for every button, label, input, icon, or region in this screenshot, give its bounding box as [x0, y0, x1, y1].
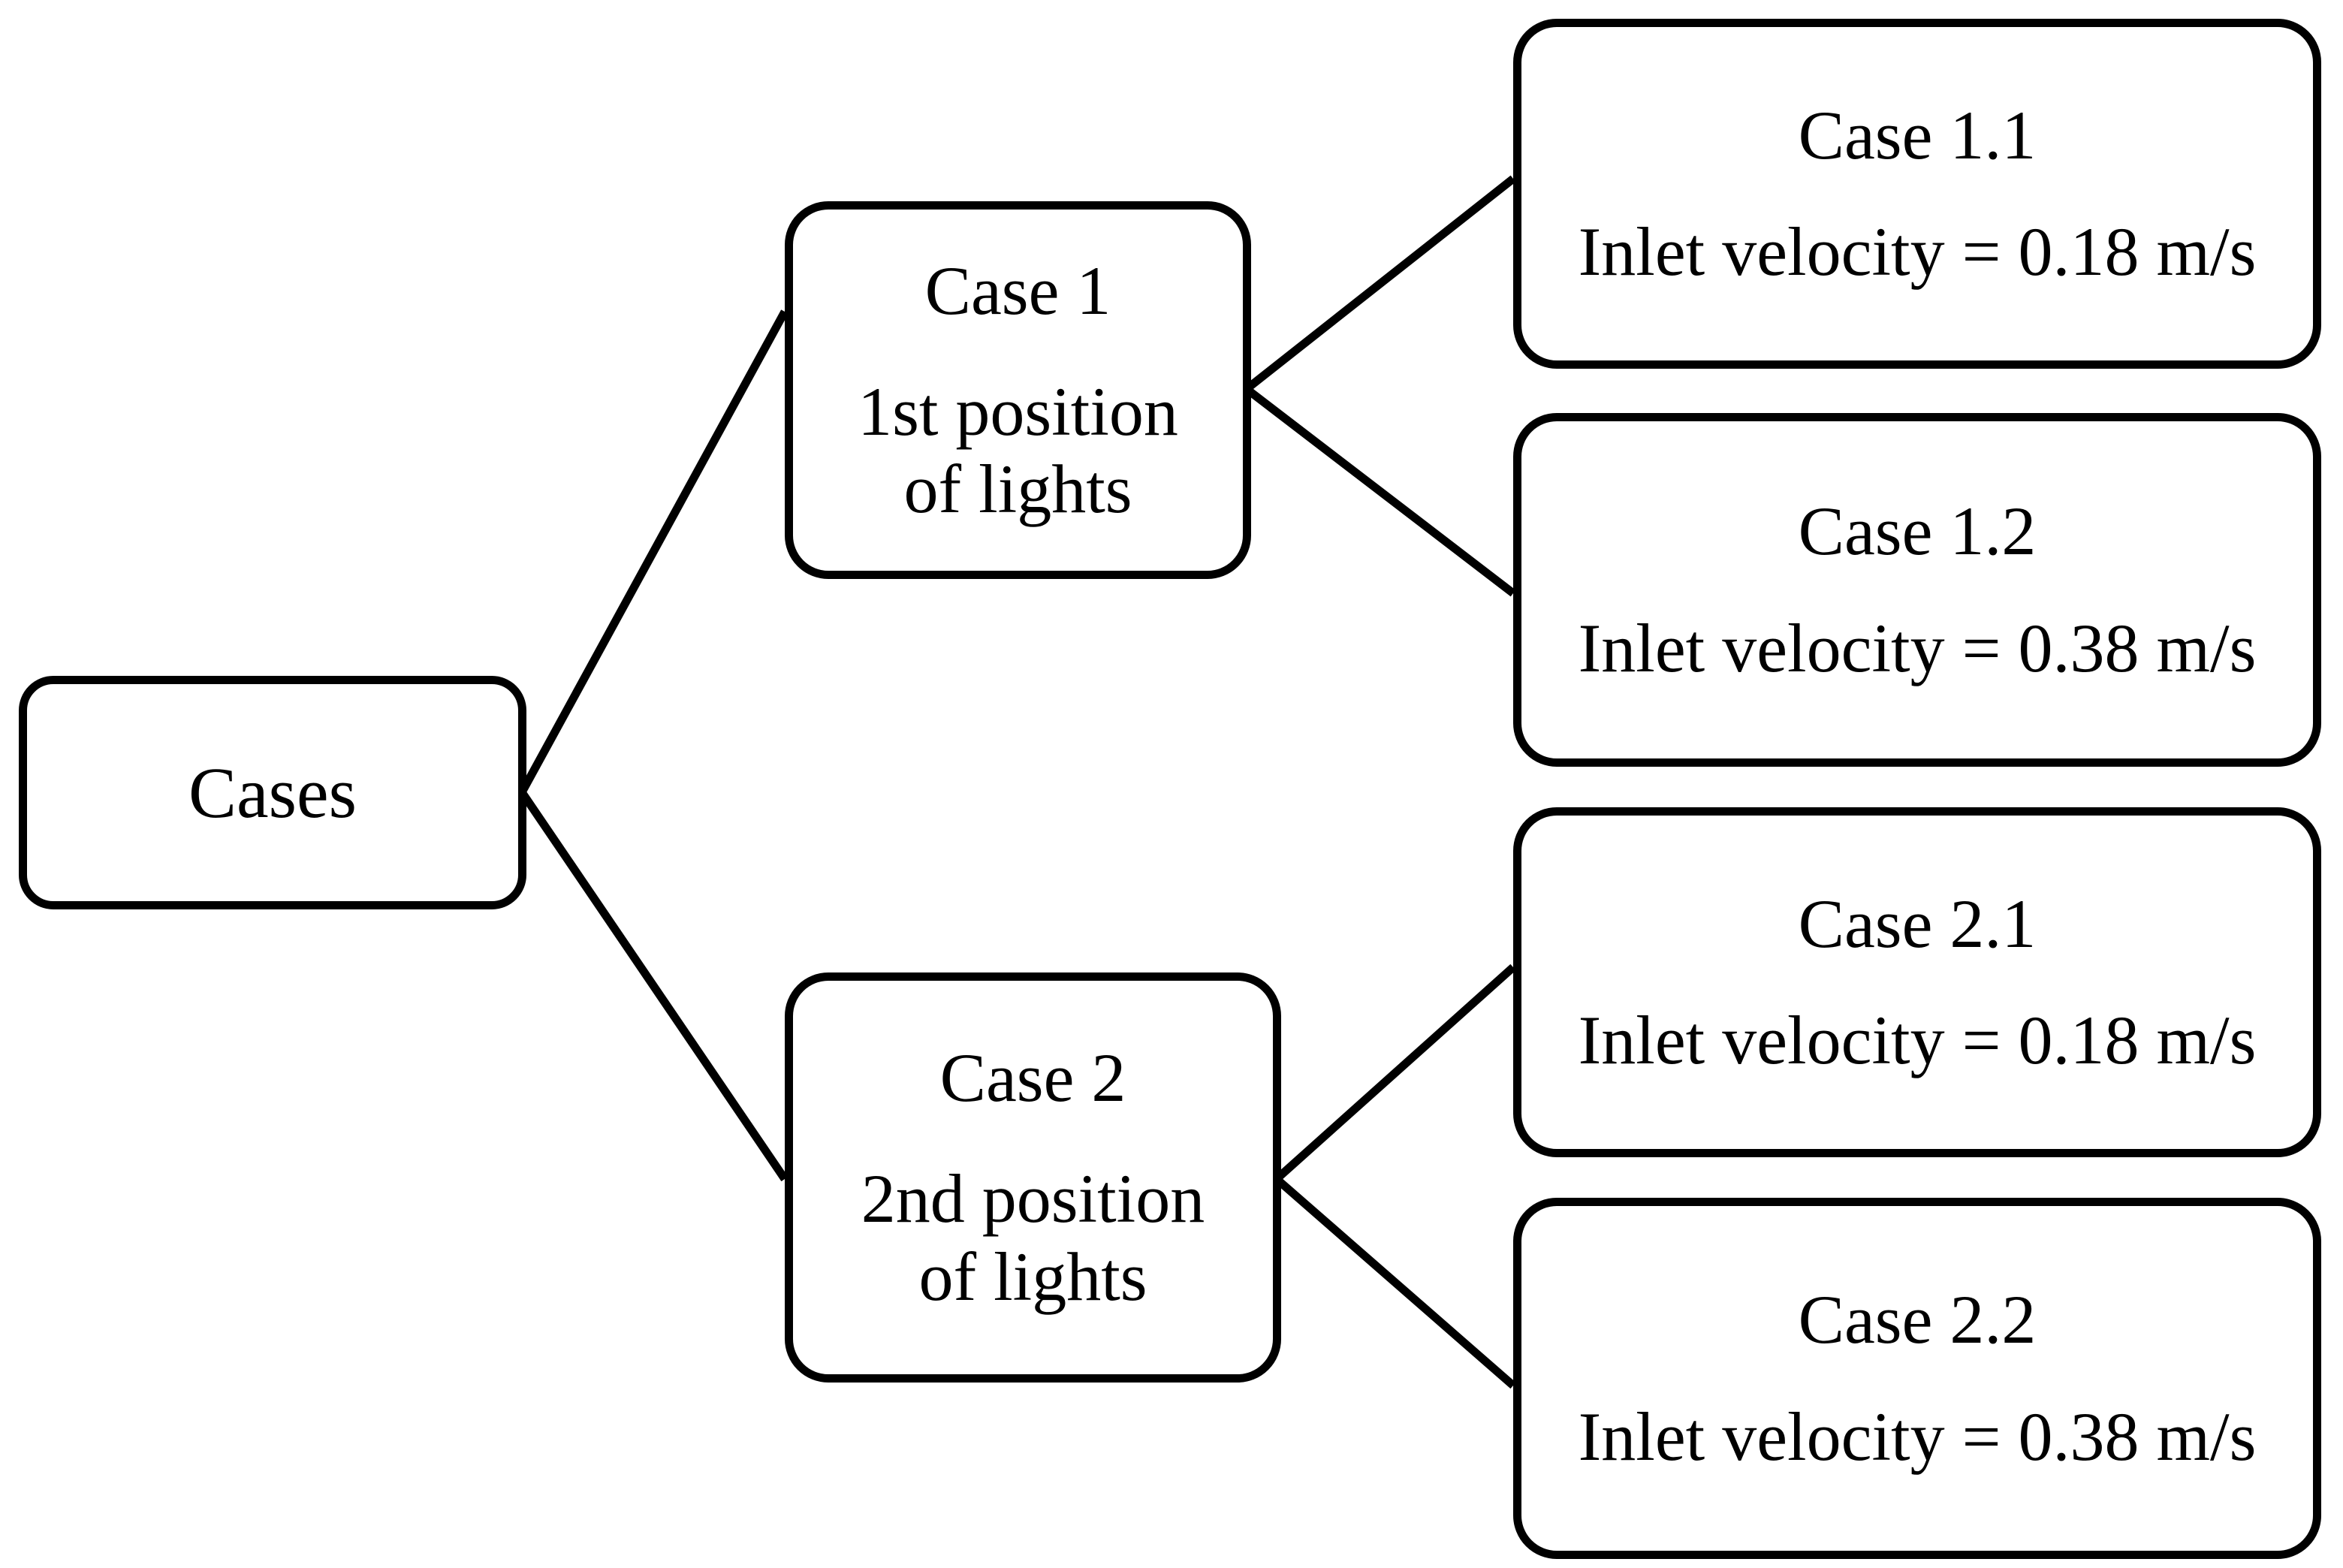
- node-case-1-2-title: Case 1.2: [1798, 493, 2037, 570]
- node-case-1-2-detail: Inlet velocity = 0.38 m/s: [1578, 609, 2257, 686]
- node-case-2-1-detail: Inlet velocity = 0.18 m/s: [1578, 1002, 2257, 1078]
- node-case-2-title: Case 2: [939, 1039, 1126, 1117]
- node-case-1-title: Case 1: [924, 252, 1111, 329]
- connector-root-to-case2: [518, 789, 789, 1182]
- node-case-2-2-title: Case 2.2: [1798, 1281, 2037, 1358]
- node-case-2[interactable]: Case 2 2nd position of lights: [785, 972, 1281, 1383]
- connector-root-to-case1: [518, 309, 789, 795]
- connector-case2-to-case22: [1274, 1175, 1516, 1389]
- node-case-2-detail-line-2: of lights: [918, 1238, 1147, 1315]
- node-cases-label: Cases: [188, 752, 357, 833]
- node-case-2-1[interactable]: Case 2.1 Inlet velocity = 0.18 m/s: [1513, 807, 2321, 1157]
- connector-case2-to-case21: [1274, 963, 1516, 1183]
- node-case-2-2-detail: Inlet velocity = 0.38 m/s: [1578, 1398, 2257, 1475]
- node-case-1-1-detail: Inlet velocity = 0.18 m/s: [1578, 213, 2257, 290]
- node-cases[interactable]: Cases: [19, 676, 526, 909]
- node-case-2-detail-line-1: 2nd position: [861, 1160, 1205, 1238]
- node-case-2-1-title: Case 2.1: [1798, 885, 2037, 962]
- node-case-1-detail-line-1: 1st position: [858, 372, 1178, 450]
- connector-case1-to-case12: [1244, 385, 1516, 597]
- node-case-2-2[interactable]: Case 2.2 Inlet velocity = 0.38 m/s: [1513, 1198, 2321, 1559]
- node-case-1-2[interactable]: Case 1.2 Inlet velocity = 0.38 m/s: [1513, 413, 2321, 767]
- node-case-1-1[interactable]: Case 1.1 Inlet velocity = 0.18 m/s: [1513, 19, 2321, 369]
- node-case-1-1-title: Case 1.1: [1798, 96, 2037, 173]
- node-case-1[interactable]: Case 1 1st position of lights: [785, 201, 1251, 579]
- node-case-1-detail-line-2: of lights: [903, 451, 1132, 528]
- connector-case1-to-case11: [1244, 175, 1516, 393]
